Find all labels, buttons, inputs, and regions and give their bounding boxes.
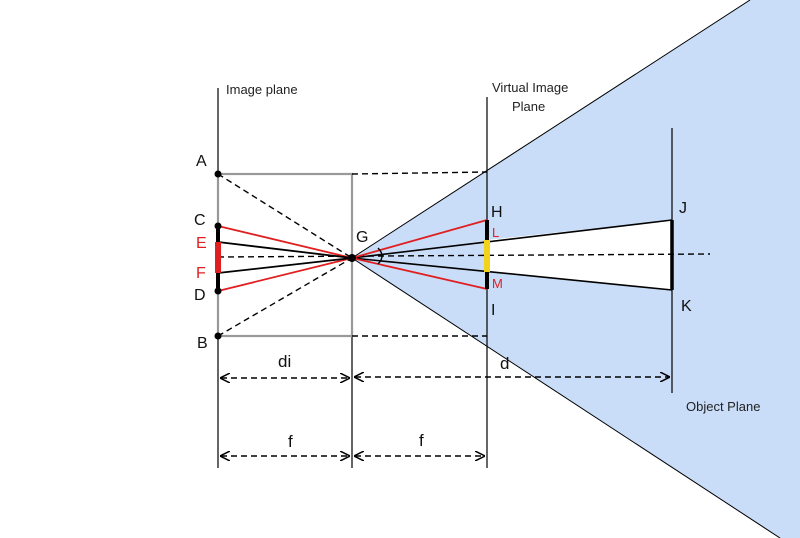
angle-arc: [377, 247, 383, 265]
dimension-di-label: di: [278, 352, 291, 371]
red-ray-I: [351, 257, 488, 290]
point-H-label: H: [491, 204, 503, 221]
point-K-label: K: [681, 298, 692, 315]
virtual-image-plane-label-line1: Virtual Image: [492, 80, 568, 95]
ray-to-K: [351, 257, 673, 291]
dimension-f-right-label: f: [419, 431, 424, 450]
point-F-label: F: [196, 265, 206, 282]
point-J-label: J: [679, 200, 687, 217]
dashed-top-horizontal: [351, 171, 488, 175]
dashed-optical-axis: [217, 253, 711, 258]
virtual-image-plane-label-line2: Plane: [512, 99, 545, 114]
red-ray-D: [217, 257, 353, 292]
image-plane-label: Image plane: [226, 82, 298, 97]
point-C-dot: [214, 222, 222, 230]
point-M-label: M: [492, 276, 503, 291]
red-ray-C: [217, 225, 353, 259]
dimension-f-left-label: f: [288, 432, 293, 451]
point-A-label: A: [196, 153, 207, 170]
ray-to-J: [351, 219, 673, 259]
point-I-label: I: [491, 302, 495, 319]
point-G-label: G: [356, 229, 368, 246]
black-ray-E: [217, 241, 353, 259]
point-L-label: L: [492, 225, 499, 240]
dashed-B-to-G: [217, 257, 353, 337]
black-ray-F: [217, 257, 353, 274]
point-C-label: C: [194, 212, 206, 229]
point-A-dot: [214, 170, 222, 178]
point-B-label: B: [197, 335, 208, 352]
fov-lower-edge: [351, 257, 781, 538]
point-D-dot: [214, 287, 222, 295]
dimension-d-label: d: [500, 354, 509, 373]
point-B-dot: [214, 332, 222, 340]
point-G-dot: [348, 254, 356, 262]
fov-upper-edge: [351, 0, 751, 259]
point-E-label: E: [196, 235, 207, 252]
object-plane-label: Object Plane: [686, 399, 760, 414]
dashed-A-to-G: [217, 173, 353, 259]
red-ray-H: [351, 219, 488, 259]
point-D-label: D: [194, 287, 206, 304]
